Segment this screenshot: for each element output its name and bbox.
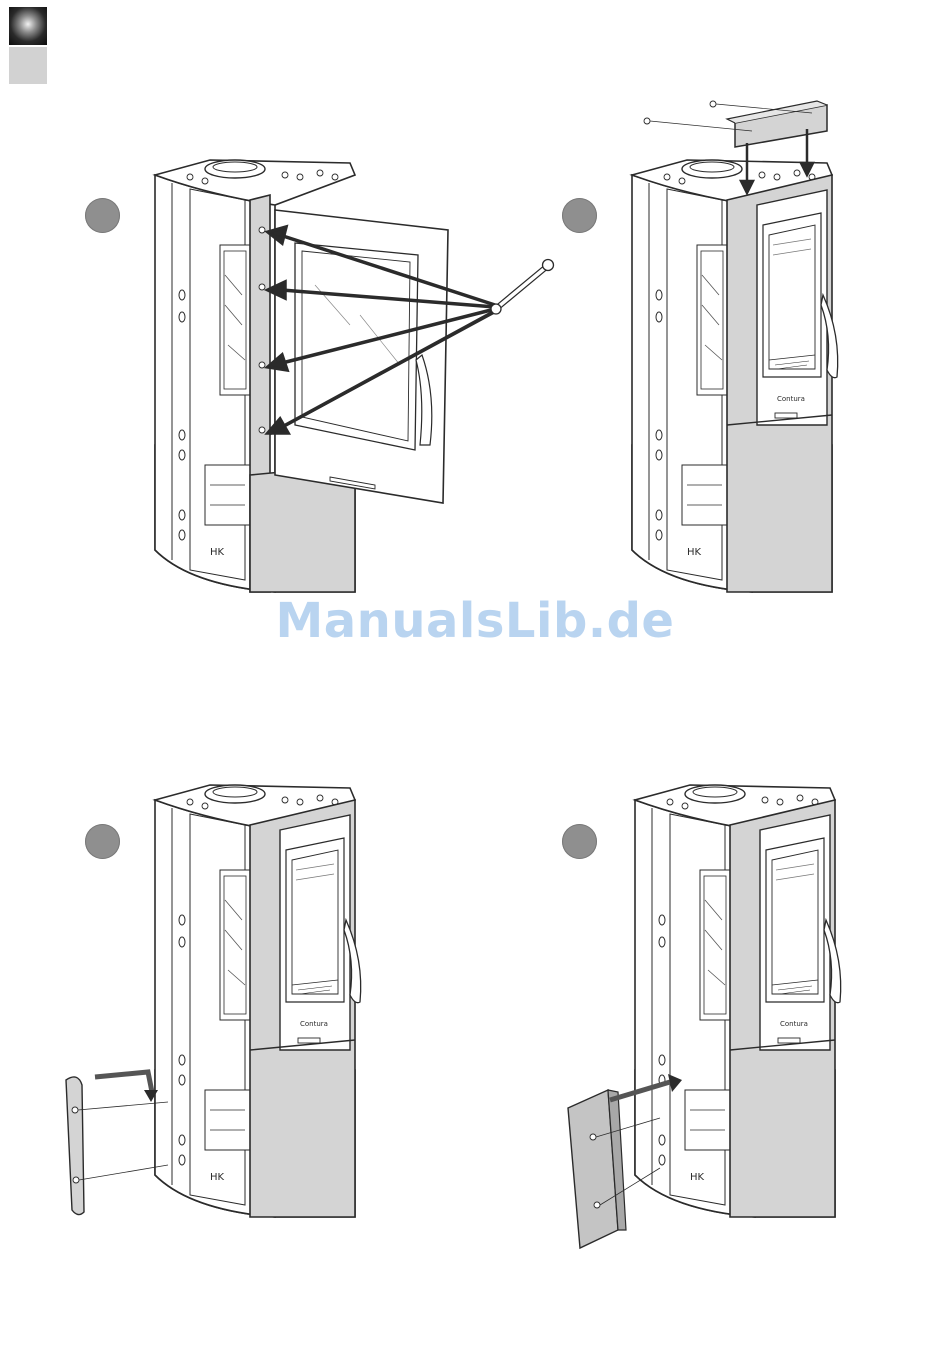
illustration-side-panel-right: [560, 780, 870, 1250]
step-badge-1: [85, 198, 120, 233]
illustration-top-cover-mount: [627, 95, 867, 605]
illustration-side-panel-left: [60, 780, 390, 1230]
screw-icon: [644, 101, 716, 124]
wrench-icon: [491, 260, 554, 315]
arrow-icon: [95, 1072, 158, 1102]
corner-tab-dark: [9, 7, 47, 45]
corner-tab-light: [9, 47, 47, 84]
step-badge-2: [562, 198, 597, 233]
illustration-door-removal: [150, 155, 560, 605]
watermark: ManualsLib.de: [0, 593, 950, 649]
